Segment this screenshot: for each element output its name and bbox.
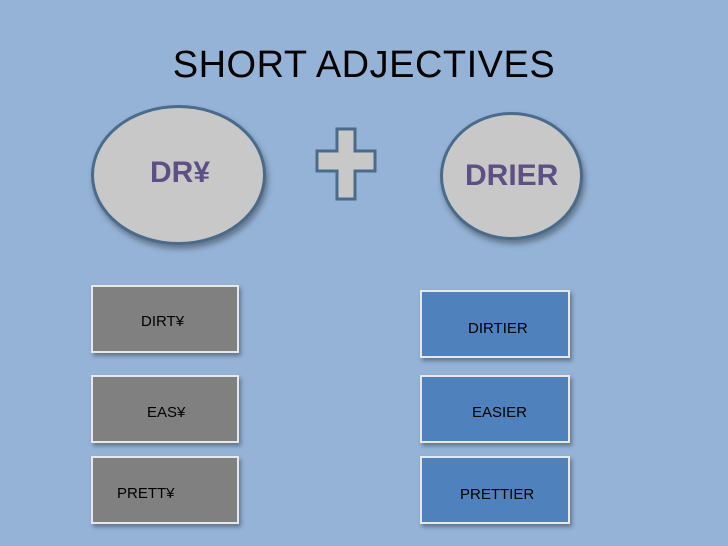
comparative-box-easier: EASIER bbox=[420, 375, 570, 443]
slide-title: SHORT ADJECTIVES bbox=[172, 44, 556, 86]
base-word-text: DIRT¥ bbox=[141, 313, 185, 330]
comparative-text: DIRTIER bbox=[468, 320, 528, 337]
comparative-label: DRIER bbox=[465, 159, 559, 192]
base-word-text: PRETT¥ bbox=[117, 485, 175, 502]
comparative-oval: DRIER bbox=[440, 112, 583, 240]
comparative-text: EASIER bbox=[472, 404, 528, 421]
base-word-box-pretty: PRETT¥ bbox=[91, 456, 239, 524]
plus-icon bbox=[315, 127, 377, 201]
base-word-oval: DR¥ bbox=[91, 105, 266, 245]
base-word-text: EAS¥ bbox=[147, 404, 186, 421]
base-word-label: DR¥ bbox=[150, 156, 211, 189]
comparative-box-prettier: PRETTIER bbox=[420, 456, 570, 524]
comparative-text: PRETTIER bbox=[460, 486, 535, 503]
comparative-box-dirtier: DIRTIER bbox=[420, 290, 570, 358]
base-word-box-easy: EAS¥ bbox=[91, 375, 239, 443]
base-word-box-dirty: DIRT¥ bbox=[91, 285, 239, 353]
